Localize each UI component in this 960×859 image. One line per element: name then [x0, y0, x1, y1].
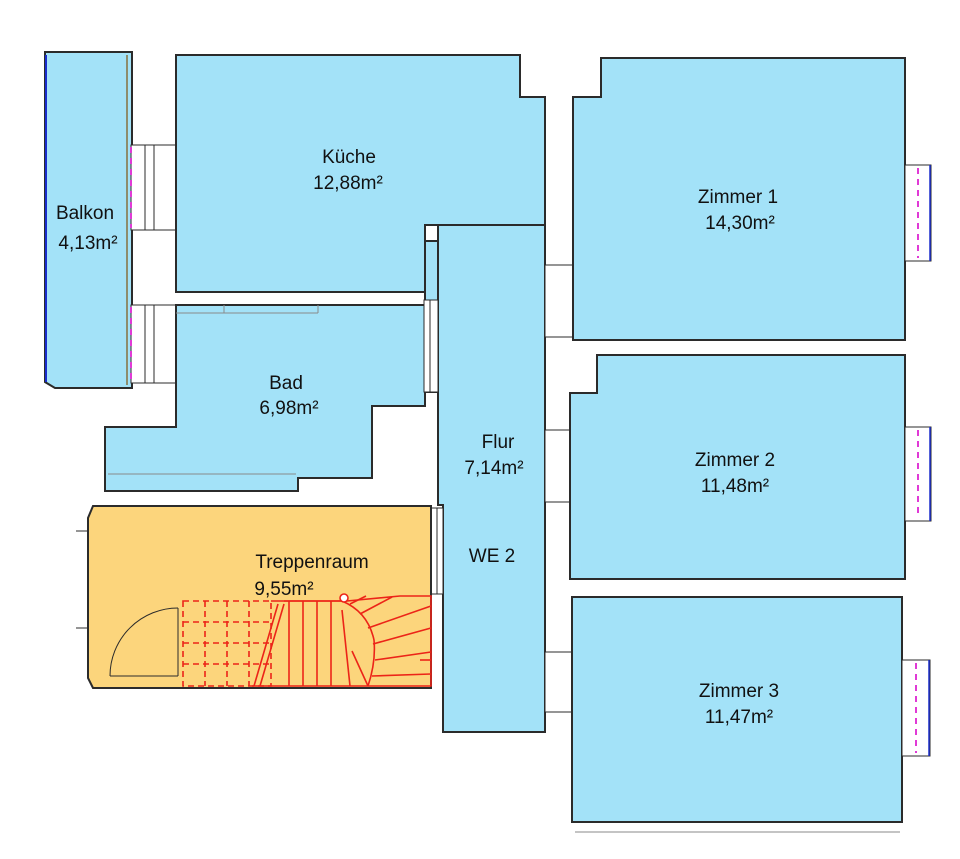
door-opening	[544, 264, 574, 338]
stair-break-line	[253, 603, 279, 687]
room-zimmer1-area: 14,30m²	[705, 213, 775, 234]
room-zimmer1[interactable]: Zimmer 1 14,30m²	[572, 57, 906, 341]
stair-newel-post	[339, 593, 349, 603]
room-treppenraum[interactable]: Treppenraum 9,55m²	[76, 505, 432, 689]
room-zimmer3-shape	[571, 596, 903, 823]
room-zimmer3-name: Zimmer 3	[699, 681, 779, 702]
balcony-door-upper	[130, 144, 178, 231]
room-zimmer2-area: 11,48m²	[701, 476, 769, 497]
door-opening	[544, 429, 573, 503]
room-treppenraum-area: 9,55m²	[254, 579, 313, 600]
room-bad-area: 6,98m²	[259, 398, 318, 419]
room-flur-area: 7,14m²	[464, 458, 523, 479]
room-kueche-area: 12,88m²	[313, 173, 383, 194]
room-balkon-area: 4,13m²	[58, 233, 117, 254]
room-flur-shape	[437, 224, 546, 733]
window-zimmer2	[904, 426, 932, 522]
room-kueche-name: Küche	[322, 147, 376, 168]
room-zimmer3-area: 11,47m²	[705, 707, 773, 728]
room-zimmer2[interactable]: Zimmer 2 11,48m²	[569, 354, 906, 580]
room-zimmer1-shape	[572, 57, 906, 341]
room-treppenraum-name: Treppenraum	[255, 552, 368, 573]
unit-label: WE 2	[469, 546, 515, 567]
entrance-door-swing	[109, 607, 179, 677]
room-zimmer2-shape	[569, 354, 906, 580]
room-balkon-name: Balkon	[56, 203, 114, 224]
room-zimmer1-name: Zimmer 1	[698, 187, 778, 208]
balcony-door-lower	[130, 304, 178, 384]
staircase	[182, 593, 432, 687]
room-balkon[interactable]: Balkon 4,13m²	[44, 51, 133, 389]
door-opening	[423, 299, 439, 393]
room-zimmer2-name: Zimmer 2	[695, 450, 775, 471]
window-zimmer3	[901, 659, 931, 757]
room-bad-name: Bad	[269, 373, 303, 394]
room-flur-name: Flur	[482, 432, 515, 453]
stair-handrail	[284, 600, 376, 687]
room-flur[interactable]: Flur 7,14m² WE 2	[437, 224, 546, 733]
door-opening	[544, 651, 573, 713]
window-zimmer1	[904, 164, 932, 262]
room-zimmer3[interactable]: Zimmer 3 11,47m²	[571, 596, 903, 823]
